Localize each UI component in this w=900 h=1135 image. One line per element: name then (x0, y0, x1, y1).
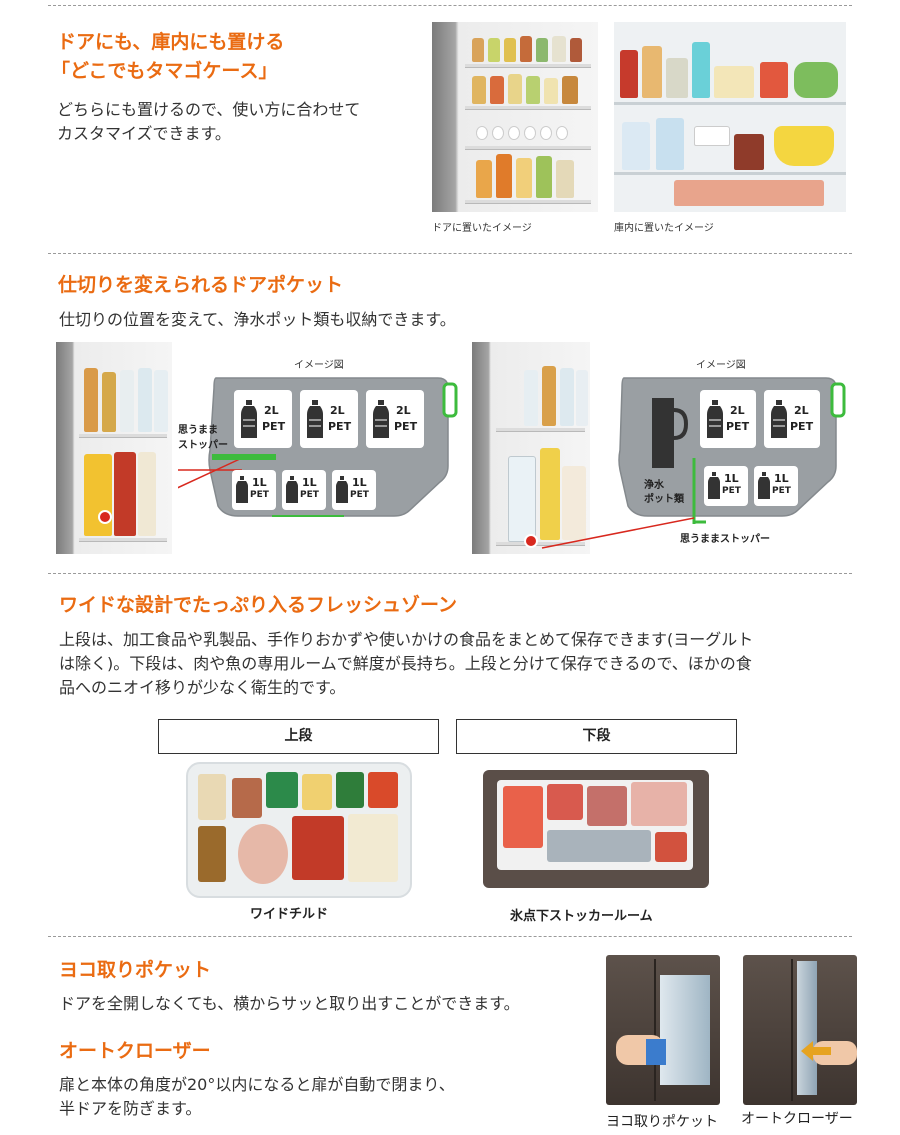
egg-case-door-caption: ドアに置いたイメージ (432, 223, 532, 234)
door-pocket-desc: 仕切りの位置を変えて、浄水ポット類も収納できます。 (59, 310, 456, 329)
pet-bottle-icon (306, 400, 324, 440)
auto-closer-title: オートクローザー (59, 1040, 211, 1062)
pet-bottle-icon (372, 400, 390, 440)
section4-divider (48, 936, 852, 937)
egg-case-desc-line2: カスタマイズできます。 (57, 124, 231, 143)
auto-closer-photo (743, 955, 857, 1105)
pet-2l-slot-1: 2L PET (234, 390, 292, 448)
fresh-zone-desc-line3: 品へのニオイ移りが少なく衛生的です。 (59, 678, 346, 697)
water-pot-slot: 浄水 ポット類 (640, 390, 696, 506)
pet-1l-slot-right-2: 1L PET (754, 466, 798, 506)
pet-1l-slot-1: 1L PET (232, 470, 276, 510)
pet-bottle-icon (708, 472, 720, 500)
pet-bottle-icon (286, 476, 298, 504)
lower-tier-tab: 下段 (456, 719, 737, 754)
section2-divider (48, 253, 852, 254)
diagram-label-left: イメージ図 (294, 360, 344, 371)
stopper-label-right: 思うままストッパー (680, 534, 770, 545)
fresh-zone-title: ワイドな設計でたっぷり入るフレッシュゾーン (59, 594, 458, 616)
side-pocket-desc: ドアを全開しなくても、横からサッと取り出すことができます。 (59, 994, 520, 1013)
door-pocket-photo-left (56, 342, 172, 554)
wide-chilled-photo (186, 762, 412, 898)
pet-bottle-icon (236, 476, 248, 504)
pet-bottle-icon (706, 400, 724, 440)
pet-bottle-icon (336, 476, 348, 504)
section3-divider (48, 573, 852, 574)
pet-2l-slot-right-2: 2L PET (764, 390, 820, 448)
egg-case-inside-photo (614, 22, 846, 212)
egg-case-door-photo (432, 22, 598, 212)
fresh-zone-desc-line2: は除く)。下段は、肉や魚の専用ルームで鮮度が長持ち。上段と分けて保存できるので、… (59, 654, 752, 673)
auto-closer-desc-line2: 半ドアを防ぎます。 (59, 1099, 202, 1118)
top-divider (48, 5, 852, 6)
pet-1l-slot-3: 1L PET (332, 470, 376, 510)
egg-case-inside-caption: 庫内に置いたイメージ (614, 223, 714, 234)
stocker-room-photo (483, 770, 709, 888)
wide-chilled-caption: ワイドチルド (250, 907, 329, 922)
stocker-room-caption: 氷点下ストッカールーム (510, 909, 653, 924)
pet-2l-slot-2: 2L PET (300, 390, 358, 448)
egg-case-desc-line1: どちらにも置けるので、使い方に合わせて (57, 100, 361, 119)
side-pocket-photo-caption: ヨコ取りポケット (606, 1114, 718, 1130)
pet-bottle-icon (240, 400, 258, 440)
side-pocket-photo (606, 955, 720, 1105)
stopper-label-left-line2: ストッパー (178, 440, 228, 451)
pet-2l-slot-right-1: 2L PET (700, 390, 756, 448)
auto-closer-photo-caption: オートクローザー (741, 1111, 853, 1127)
close-arrow-icon (801, 1041, 831, 1061)
pet-bottle-icon (770, 400, 788, 440)
side-pocket-title: ヨコ取りポケット (59, 959, 212, 981)
auto-closer-desc-line1: 扉と本体の角度が20°以内になると扉が自動で閉まり、 (59, 1075, 455, 1094)
pet-2l-slot-3: 2L PET (366, 390, 424, 448)
pet-bottle-icon (758, 472, 770, 500)
egg-case-title-line1: ドアにも、庫内にも置ける (57, 31, 285, 53)
pet-1l-slot-2: 1L PET (282, 470, 326, 510)
egg-case-title-line2: 「どこでもタマゴケース」 (51, 60, 278, 82)
pet-1l-slot-right-1: 1L PET (704, 466, 748, 506)
water-pot-icon (650, 398, 688, 470)
door-pocket-photo-right (472, 342, 590, 554)
door-pocket-title: 仕切りを変えられるドアポケット (58, 274, 344, 296)
diagram-label-right: イメージ図 (696, 360, 746, 371)
upper-tier-tab: 上段 (158, 719, 439, 754)
stopper-label-left-line1: 思うまま (178, 425, 218, 436)
fresh-zone-desc-line1: 上段は、加工食品や乳製品、手作りおかずや使いかけの食品をまとめて保存できます(ヨ… (59, 630, 754, 649)
